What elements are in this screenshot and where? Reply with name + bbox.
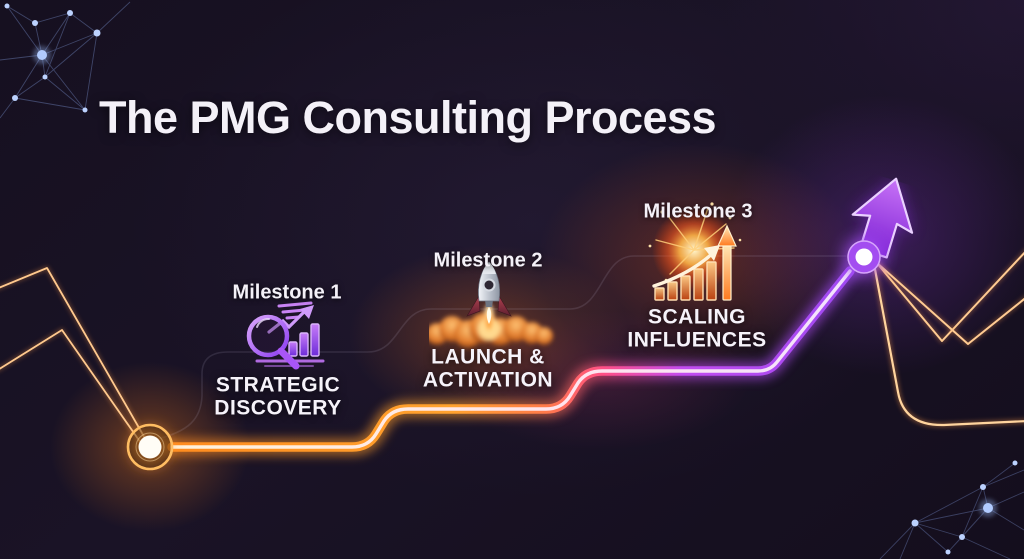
page-title: The PMG Consulting Process bbox=[99, 92, 717, 143]
milestone-3-name: SCALING INFLUENCES bbox=[627, 306, 766, 351]
journey-path bbox=[163, 262, 859, 456]
milestone-1-label: Milestone 1 bbox=[232, 281, 342, 304]
magnifier-analytics-icon bbox=[246, 301, 325, 370]
milestone-2-label: Milestone 2 bbox=[433, 249, 543, 272]
milestone-1-name-line2: DISCOVERY bbox=[214, 396, 342, 419]
milestone-3-name-line1: SCALING bbox=[648, 305, 746, 329]
milestone-3-name-line2: INFLUENCES bbox=[627, 328, 767, 351]
milestone-1-name-line1: STRATEGIC bbox=[215, 373, 341, 397]
milestone-2-name-line1: LAUNCH & bbox=[431, 345, 545, 369]
explosive-growth-chart-icon bbox=[648, 202, 742, 301]
milestone-2-name: LAUNCH & ACTIVATION bbox=[423, 346, 553, 391]
milestone-2-name-line2: ACTIVATION bbox=[422, 368, 554, 391]
constellation-top-left bbox=[0, 1, 131, 119]
ghost-path bbox=[152, 255, 847, 441]
constellation-bottom-right bbox=[879, 460, 1024, 559]
journey-start-node bbox=[126, 423, 174, 471]
rocket-launch-icon bbox=[426, 261, 553, 348]
milestone-3-label: Milestone 3 bbox=[643, 200, 753, 223]
milestone-1-name: STRATEGIC DISCOVERY bbox=[214, 374, 341, 419]
orange-zigzag-left bbox=[0, 266, 148, 448]
orange-zigzag-right bbox=[871, 249, 1024, 428]
journey-end-node bbox=[844, 237, 884, 277]
